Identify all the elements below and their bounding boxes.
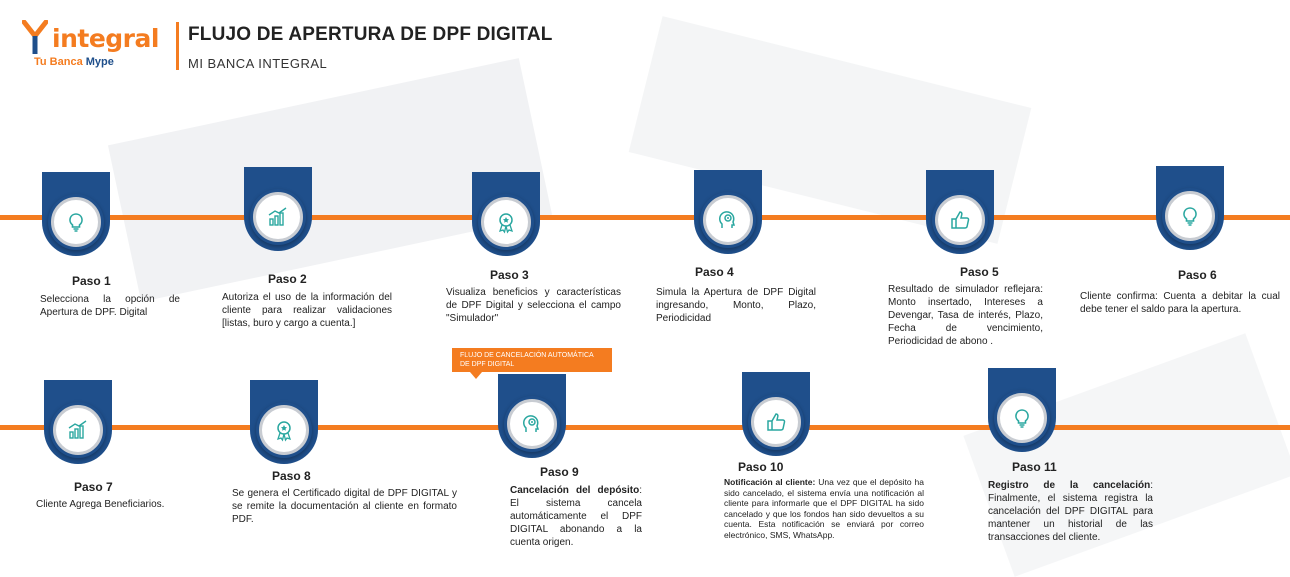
step-4-description: Simula la Apertura de DPF Digital ingres… [656,287,816,324]
logo-mark-icon [22,20,48,54]
header: integral Tu Banca Mype FLUJO DE APERTURA… [0,0,1290,90]
step-5-label: Paso 5 [960,265,999,279]
step-5-description: Resultado de simulador reflejara: Monto … [888,284,1043,347]
step-11-label: Paso 11 [1012,460,1057,474]
logo-wordmark: integral [52,24,159,53]
thumbs-up-icon [948,208,972,232]
step-10-description: Notificación al cliente: Una vez que el … [724,477,924,540]
step-2-label: Paso 2 [268,272,307,286]
step-11-description: Registro de la cancelación: Finalmente, … [988,480,1153,543]
thumbs-up-icon [764,410,788,434]
step-3-description: Visualiza beneficios y características d… [446,287,621,324]
lightbulb-icon [1010,406,1034,430]
step-3-label: Paso 3 [490,268,529,282]
page-subtitle: MI BANCA INTEGRAL [188,56,328,71]
step-6-label: Paso 6 [1178,268,1217,282]
title-divider [176,22,179,70]
growth-chart-icon [266,205,290,229]
logo: integral Tu Banca Mype [22,18,172,78]
cancellation-flow-callout: FLUJO DE CANCELACIÓN AUTOMÁTICA DE DPF D… [452,348,612,372]
timeline-line-top [0,215,1290,220]
step-7-label: Paso 7 [74,480,113,494]
step-4-label: Paso 4 [695,265,734,279]
step-9-description: Cancelación del depósito: El sistema can… [510,485,642,548]
award-icon [494,210,518,234]
step-1-description: Selecciona la opción de Apertura de DPF.… [40,294,180,318]
head-gear-icon [520,412,544,436]
callout-pointer [470,372,482,379]
growth-chart-icon [66,418,90,442]
page-title: FLUJO DE APERTURA DE DPF DIGITAL [188,24,553,45]
step-7-description: Cliente Agrega Beneficiarios. [36,499,165,510]
lightbulb-icon [64,210,88,234]
step-9-label: Paso 9 [540,465,579,479]
step-6-description: Cliente confirma: Cuenta a debitar la cu… [1080,291,1280,315]
head-gear-icon [716,208,740,232]
step-8-label: Paso 8 [272,469,311,483]
logo-tagline: Tu Banca Mype [34,56,114,68]
step-8-description: Se genera el Certificado digital de DPF … [232,488,457,525]
lightbulb-icon [1178,204,1202,228]
step-10-label: Paso 10 [738,460,784,474]
step-1-label: Paso 1 [72,274,111,288]
step-2-description: Autoriza el uso de la información del cl… [222,292,392,329]
timeline-line-bottom [0,425,1290,430]
award-icon [272,418,296,442]
